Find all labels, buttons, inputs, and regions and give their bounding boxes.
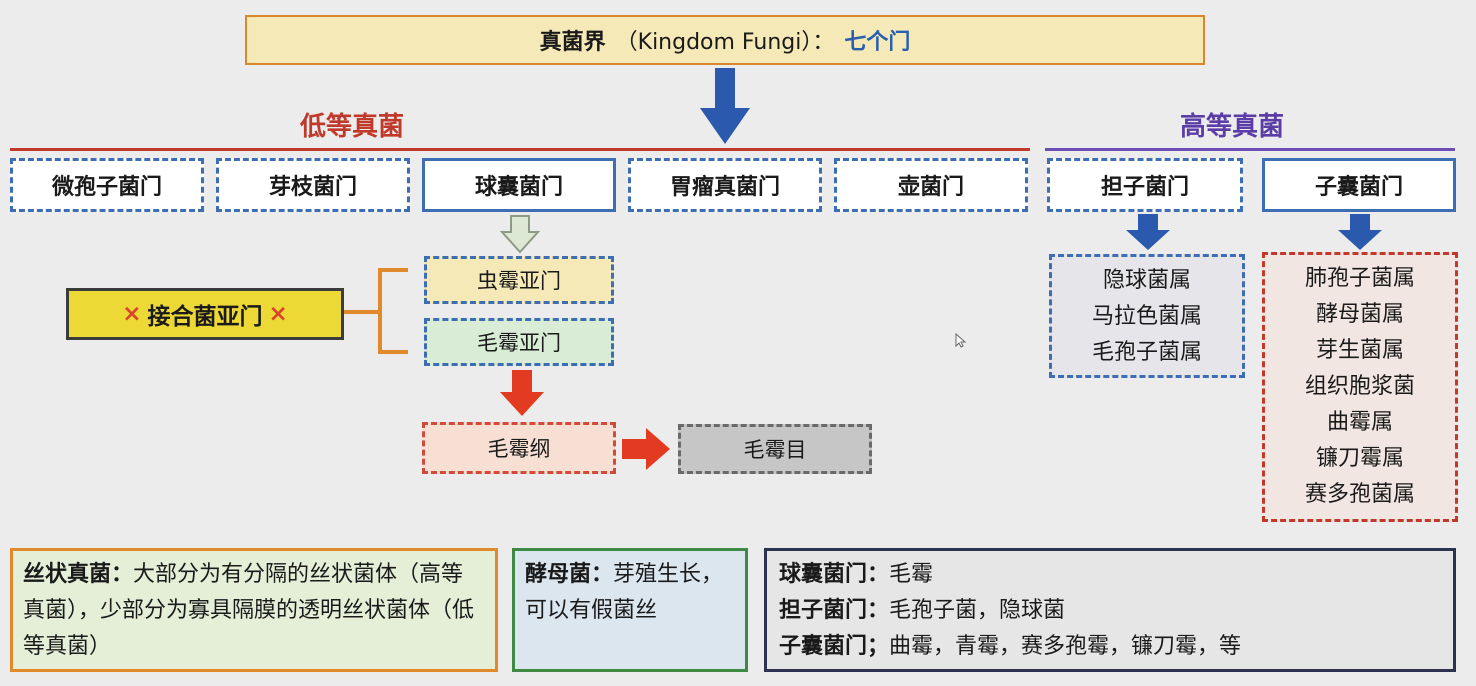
down-arrow-basidio: [1126, 214, 1170, 250]
genus-item: 毛孢子菌属: [1091, 340, 1202, 365]
class-mucoromycetes: 毛霉纲: [422, 422, 616, 474]
example-row: 子囊菌门；曲霉，青霉，赛多孢霉，镰刀霉，等: [779, 629, 1443, 665]
note-yeast-label: 酵母菌：: [525, 562, 614, 587]
phylum-basidio: 担子菌门: [1047, 158, 1243, 212]
genus-item: 酵母菌属: [1315, 302, 1404, 327]
higher-fungi-divider: [1045, 148, 1455, 151]
subphylum-zygo: × 接合菌亚门 ×: [66, 288, 344, 340]
note-yeast-text: 芽殖生长，可以有假菌丝: [525, 562, 724, 623]
genus-item: 马拉色菌属: [1091, 304, 1202, 329]
phylum-chytridio: 壶菌门: [834, 158, 1028, 212]
genus-item: 镰刀霉属: [1315, 446, 1404, 471]
example-text: 毛霉: [889, 562, 934, 587]
mouse-cursor-icon: [955, 332, 967, 348]
right-arrow-class: [622, 428, 670, 470]
example-label: 担子菌门：: [779, 598, 890, 623]
genus-item: 肺孢子菌属: [1304, 266, 1415, 291]
down-arrow-asco: [1338, 214, 1382, 250]
higher-fungi-label: 高等真菌: [1180, 112, 1285, 142]
kingdom-title-prefix: 真菌界: [539, 30, 606, 55]
phylum-microsporidia: 微孢子菌门: [10, 158, 204, 212]
genus-item: 组织胞浆菌: [1304, 374, 1415, 399]
phylum-glomero: 球囊菌门: [422, 158, 616, 212]
asco-genus-list: 肺孢子菌属 酵母菌属 芽生菌属 组织胞浆菌 曲霉属 镰刀霉属 赛多孢菌属: [1262, 252, 1458, 522]
lower-fungi-divider: [10, 148, 1030, 151]
down-arrow-mucoro: [500, 370, 544, 416]
phylum-asco: 子囊菌门: [1262, 158, 1456, 212]
kingdom-title: 真菌界 （Kingdom Fungi）： 七个门: [245, 15, 1205, 65]
genus-item: 芽生菌属: [1315, 338, 1404, 363]
genus-item: 曲霉属: [1326, 410, 1393, 435]
down-arrow-title: [700, 68, 750, 144]
bracket-connector: [378, 268, 408, 354]
subphylum-zygo-label: 接合菌亚门: [147, 304, 263, 330]
order-mucorales: 毛霉目: [678, 424, 872, 474]
lower-fungi-label: 低等真菌: [300, 112, 405, 142]
down-arrow-glomero: [499, 215, 541, 254]
note-yeast: 酵母菌：芽殖生长，可以有假菌丝: [512, 548, 748, 672]
example-label: 球囊菌门：: [779, 562, 890, 587]
example-text: 曲霉，青霉，赛多孢霉，镰刀霉，等: [889, 634, 1242, 659]
bracket-stem: [344, 310, 380, 314]
basidio-genus-list: 隐球菌属 马拉色菌属 毛孢子菌属: [1049, 254, 1245, 378]
subphylum-mucoro: 毛霉亚门: [424, 318, 614, 366]
example-row: 担子菌门：毛孢子菌，隐球菌: [779, 593, 1443, 629]
genus-item: 赛多孢菌属: [1304, 482, 1415, 507]
genus-item: 隐球菌属: [1102, 268, 1191, 293]
deprecated-mark-left: ×: [122, 301, 142, 327]
subphylum-zoopago: 虫霉亚门: [424, 256, 614, 304]
note-filament-text: 大部分为有分隔的丝状菌体（高等真菌），少部分为寡具隔膜的透明丝状菌体（低等真菌）: [23, 562, 475, 659]
phylum-neocallimasti: 胃瘤真菌门: [628, 158, 822, 212]
kingdom-title-latin: （Kingdom Fungi）：: [615, 30, 835, 55]
note-filamentous-fungi: 丝状真菌：大部分为有分隔的丝状菌体（高等真菌），少部分为寡具隔膜的透明丝状菌体（…: [10, 548, 498, 672]
note-filament-label: 丝状真菌：: [23, 562, 134, 587]
kingdom-title-count: 七个门: [844, 30, 911, 55]
phylum-blastocladio: 芽枝菌门: [216, 158, 410, 212]
note-examples: 球囊菌门：毛霉 担子菌门：毛孢子菌，隐球菌 子囊菌门；曲霉，青霉，赛多孢霉，镰刀…: [764, 548, 1456, 672]
example-row: 球囊菌门：毛霉: [779, 557, 1443, 593]
deprecated-mark-right: ×: [268, 301, 288, 327]
example-text: 毛孢子菌，隐球菌: [889, 598, 1066, 623]
example-label: 子囊菌门；: [779, 634, 890, 659]
